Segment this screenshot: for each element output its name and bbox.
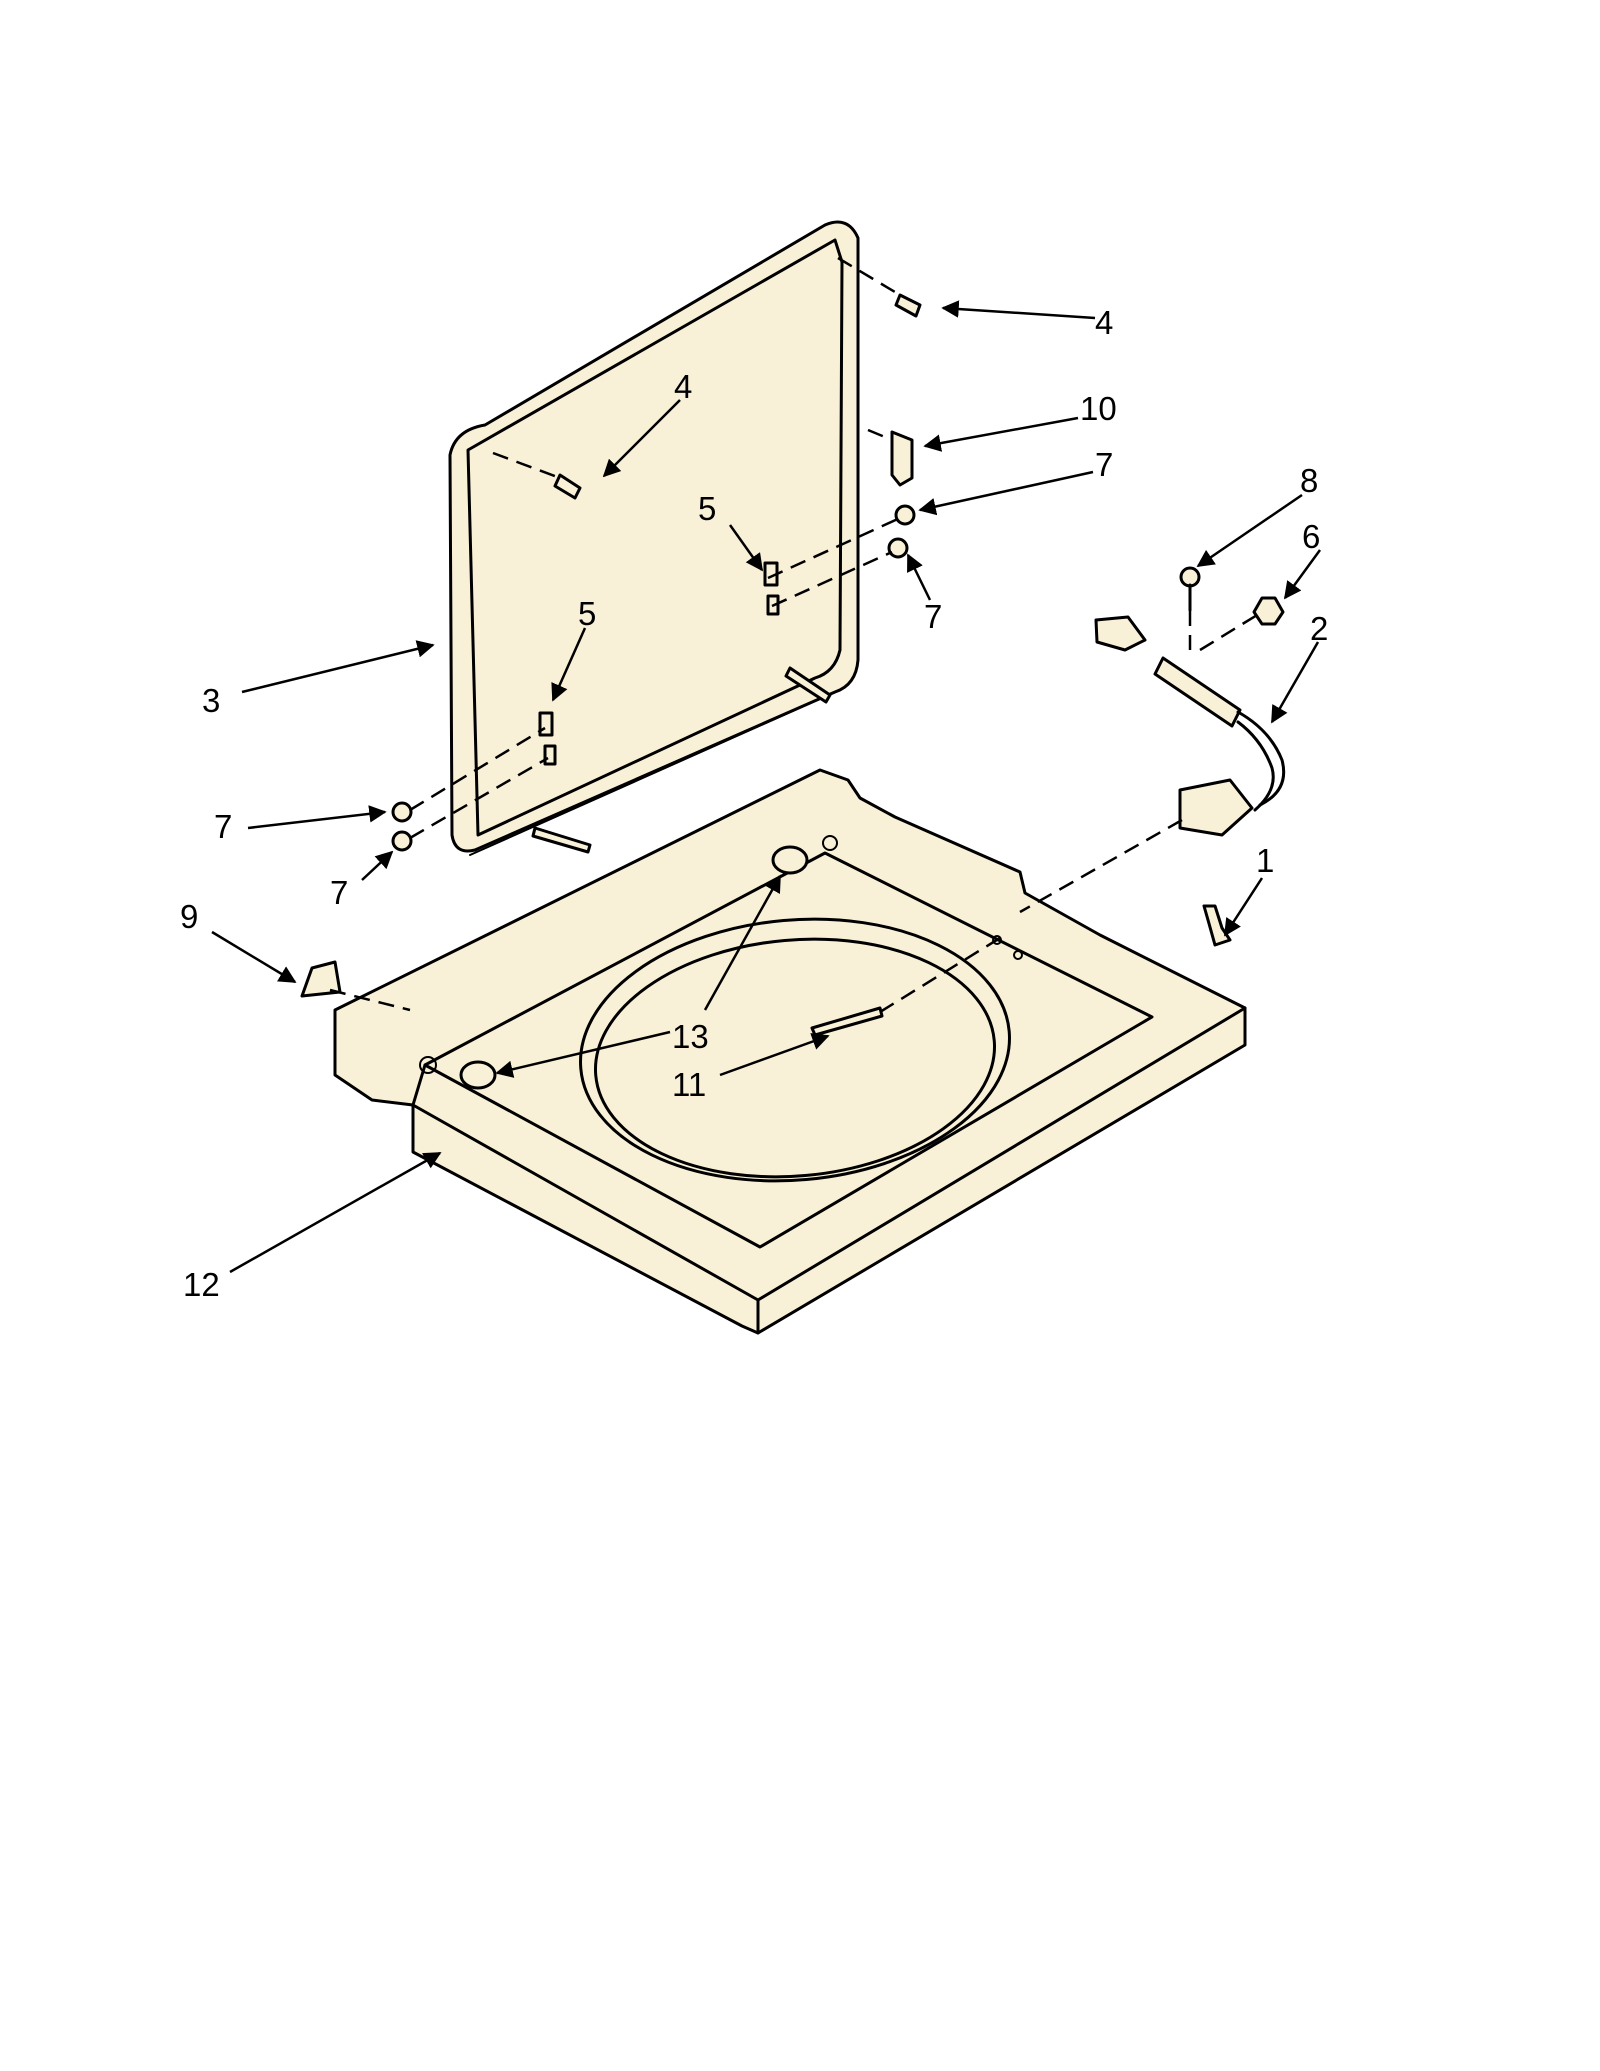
callout-label: 2 bbox=[1310, 610, 1328, 647]
callout-label: 3 bbox=[202, 682, 220, 719]
washer-top-panel bbox=[333, 768, 1247, 1335]
lid-screw bbox=[391, 504, 916, 852]
callout-leaders bbox=[211, 300, 1322, 1274]
panel-screw bbox=[810, 1006, 884, 1037]
callout-label: 4 bbox=[674, 368, 692, 405]
callout-label: 11 bbox=[672, 1066, 706, 1103]
callout-label: 6 bbox=[1302, 518, 1320, 555]
callout-label: 4 bbox=[1095, 304, 1113, 341]
callout-label: 7 bbox=[1095, 446, 1113, 483]
hinge-rod bbox=[531, 666, 832, 854]
lid-switch-assembly bbox=[1094, 615, 1286, 837]
callout-label: 1 bbox=[1256, 842, 1274, 879]
callout-labels: 4 4 10 7 5 7 8 6 2 5 3 7 7 1 9 13 11 12 bbox=[180, 304, 1328, 1303]
callout-label: 5 bbox=[698, 490, 716, 527]
washer-lid bbox=[448, 220, 860, 856]
panel-bumper bbox=[459, 845, 809, 1090]
callout-label: 7 bbox=[924, 598, 942, 635]
callout-label: 9 bbox=[180, 898, 198, 935]
lid-bumper bbox=[553, 293, 922, 500]
actuator-bracket bbox=[890, 430, 914, 487]
callout-label: 8 bbox=[1300, 462, 1318, 499]
retaining-clip bbox=[1202, 904, 1232, 947]
hinge-clip bbox=[538, 561, 780, 766]
callout-label: 13 bbox=[672, 1018, 709, 1055]
switch-nut bbox=[1252, 596, 1285, 626]
callout-label: 10 bbox=[1080, 390, 1117, 427]
assembly-lines bbox=[329, 256, 1263, 1014]
callout-label: 7 bbox=[330, 874, 348, 911]
callout-label: 5 bbox=[578, 595, 596, 632]
callout-label: 7 bbox=[214, 808, 232, 845]
callout-label: 12 bbox=[183, 1266, 220, 1303]
switch-screw bbox=[1179, 566, 1201, 612]
